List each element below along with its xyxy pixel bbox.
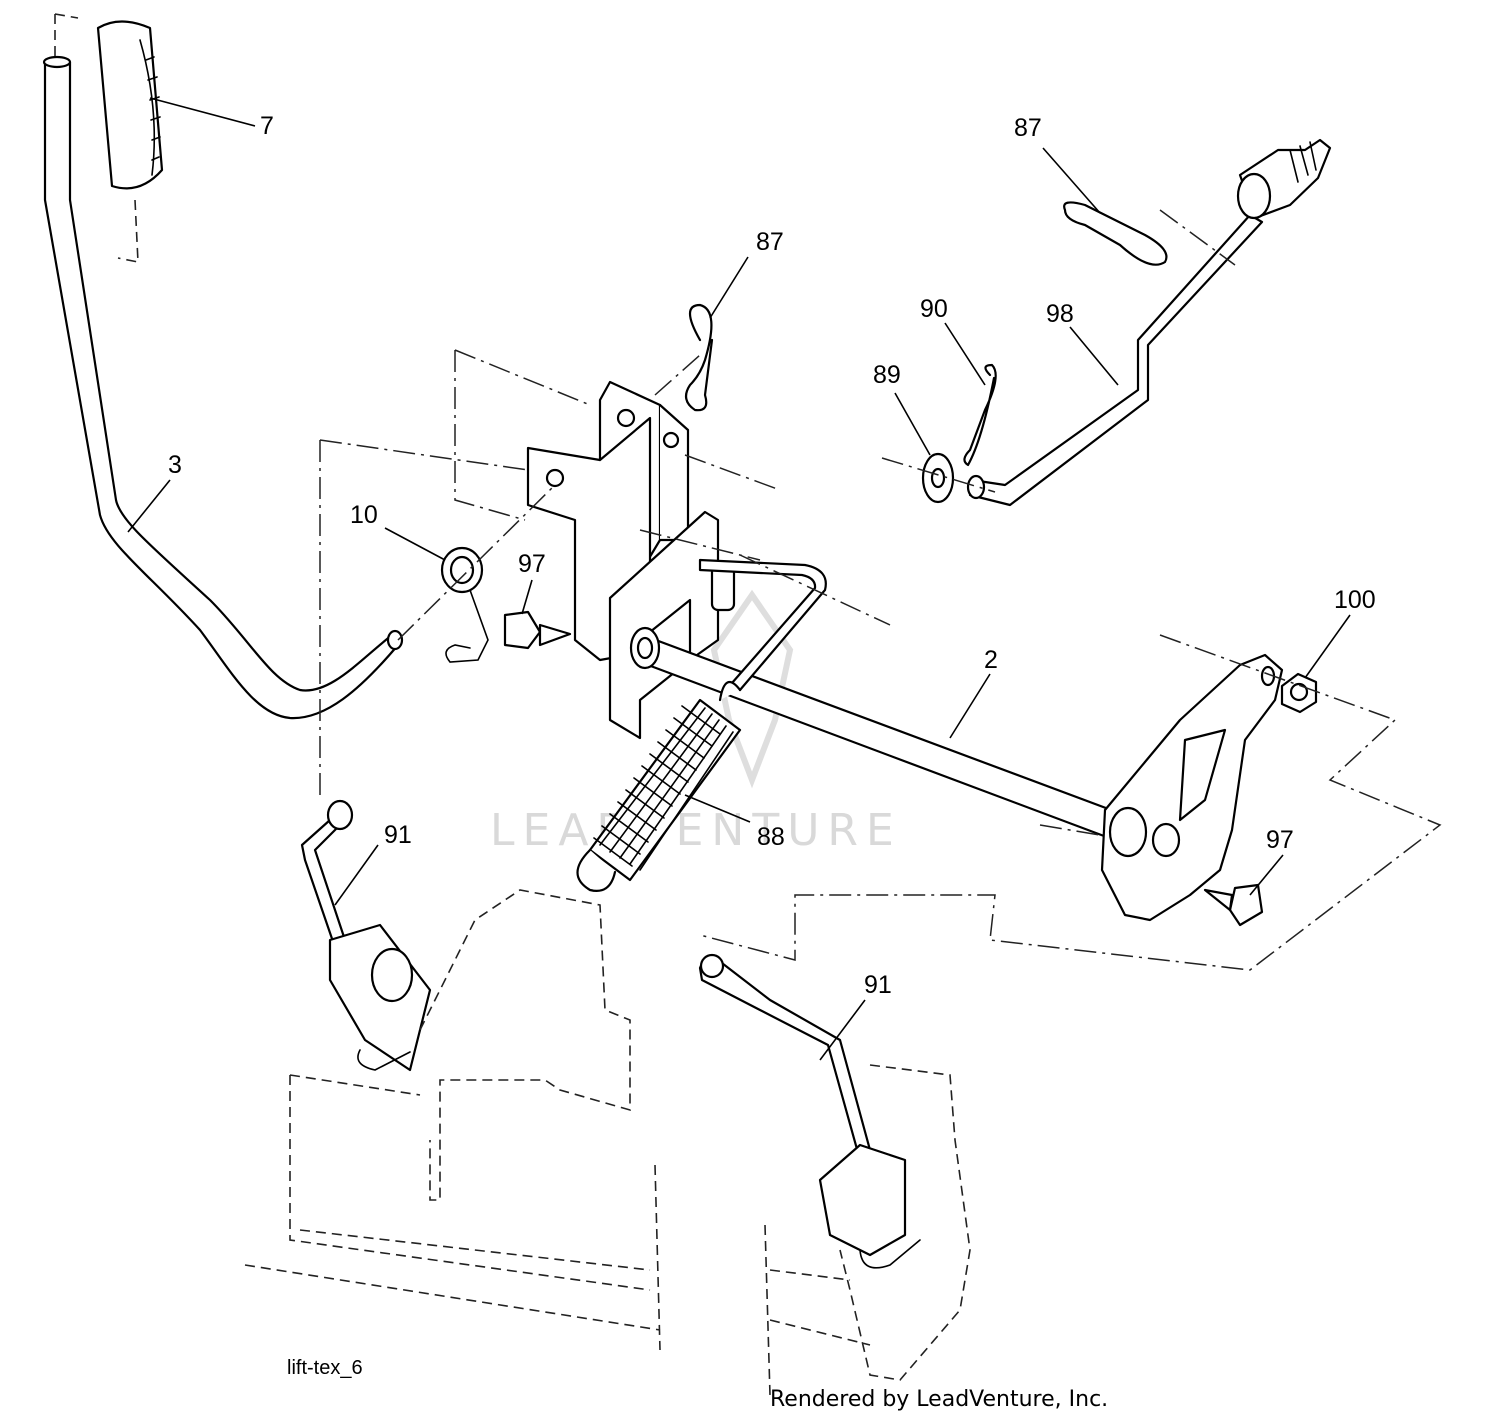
adjustment-rod-part-98 <box>966 138 1332 507</box>
callout-100: 100 <box>1334 586 1376 614</box>
leader-lines <box>127 97 1351 1061</box>
callout-7: 7 <box>260 112 274 140</box>
render-credit: Rendered by LeadVenture, Inc. <box>770 1387 1108 1412</box>
washer-part-89 <box>921 452 955 504</box>
callout-91-right: 91 <box>864 971 892 999</box>
callout-3: 3 <box>168 451 182 479</box>
hairpin-clip-part-90 <box>963 363 997 467</box>
frame-phantom <box>244 889 971 1396</box>
callout-90: 90 <box>920 295 948 323</box>
callouts: 7 87 87 90 98 89 3 10 97 2 100 91 88 97 … <box>168 112 1376 999</box>
callout-91-left: 91 <box>384 821 412 849</box>
lift-handle-part-3 <box>42 55 404 720</box>
torsion-spring-part-10 <box>440 546 489 663</box>
hairpin-clip-part-87-right <box>1063 201 1168 266</box>
callout-2: 2 <box>984 646 998 674</box>
watermark: LEADVENTURE <box>490 589 902 856</box>
lift-shaft-part-2 <box>629 626 1284 922</box>
callout-87-center: 87 <box>756 228 784 256</box>
bolt-part-97-left <box>503 610 572 650</box>
center-lines <box>319 209 1442 971</box>
callout-97-right: 97 <box>1266 826 1294 854</box>
watermark-text: LEADVENTURE <box>490 805 902 856</box>
lift-link-part-91-right <box>698 953 921 1269</box>
assist-spring-part-88 <box>576 680 742 892</box>
mounting-bracket <box>526 380 736 740</box>
callout-98: 98 <box>1046 300 1074 328</box>
callout-87-right: 87 <box>1014 114 1042 142</box>
figure-id: lift-tex_6 <box>287 1357 363 1379</box>
callout-88: 88 <box>757 823 785 851</box>
grip-phantom <box>54 13 139 263</box>
hairpin-clip-part-87-center <box>684 303 714 412</box>
handle-grip-part-7 <box>96 20 164 190</box>
nut-part-100 <box>1280 672 1318 714</box>
lift-link-part-91-left <box>300 799 432 1072</box>
callout-10: 10 <box>350 501 378 529</box>
bolt-part-97-right <box>1203 883 1264 927</box>
callout-89: 89 <box>873 361 901 389</box>
callout-97-left: 97 <box>518 550 546 578</box>
